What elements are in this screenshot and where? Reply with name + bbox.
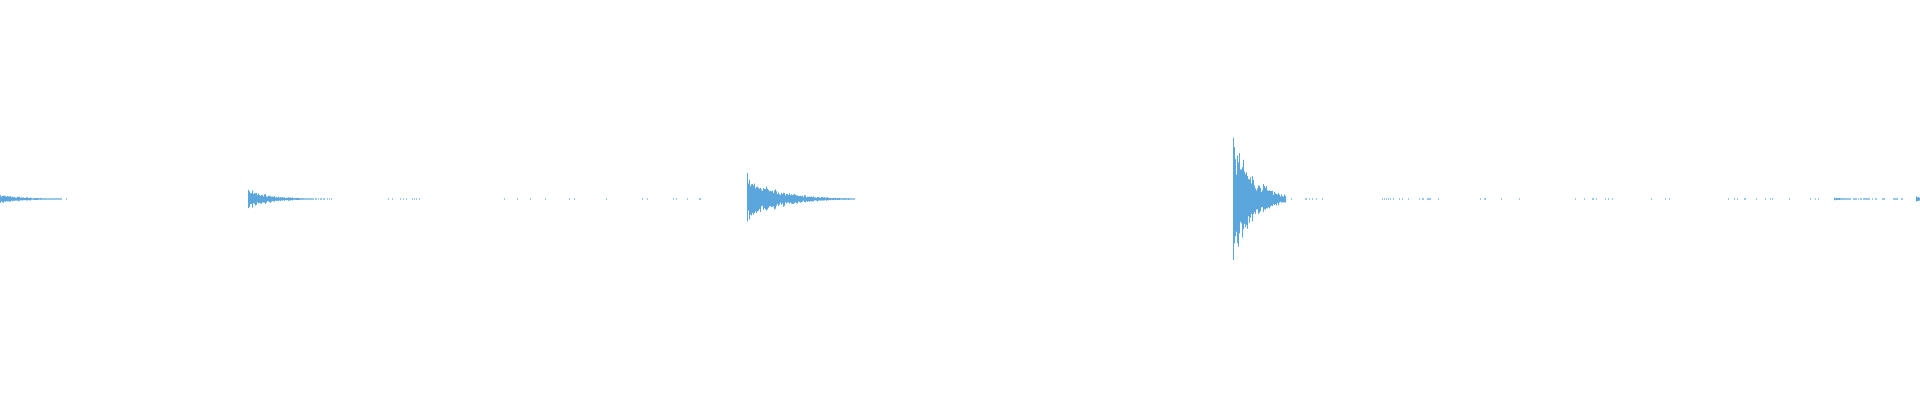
waveform-trace [0, 141, 1920, 257]
